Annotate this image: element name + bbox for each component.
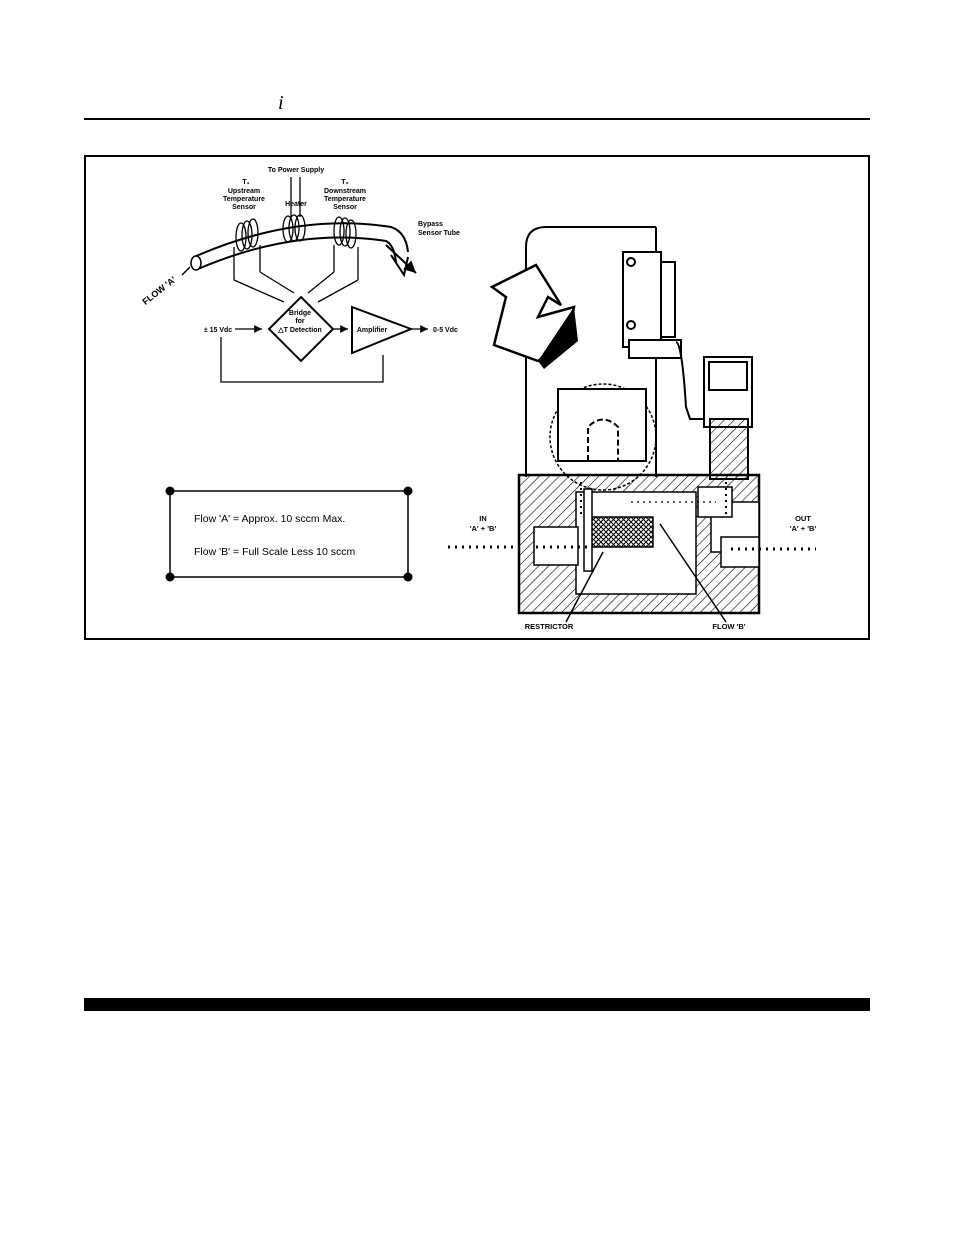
out-label: OUT <box>795 514 811 523</box>
bridge-line1: Bridge <box>289 310 311 317</box>
t1-line2: Temperature <box>223 196 265 203</box>
bypass-sensor-tube <box>190 222 417 278</box>
power-supply-label: To Power Supply <box>268 167 324 174</box>
header-rule <box>84 118 870 120</box>
t2-symbol: T₂ <box>341 179 348 186</box>
output-voltage-label: 0-5 Vdc <box>433 327 458 334</box>
flow-note-box: Flow 'A' = Approx. 10 sccm Max. Flow 'B'… <box>165 486 413 582</box>
flow-a-arrow-icon <box>181 266 191 276</box>
out-flow-label: 'A' + 'B' <box>790 524 817 533</box>
flow-a-label: FLOW 'A' <box>140 274 178 306</box>
bridge-diamond <box>267 295 335 363</box>
figure-svg: To Power Supply T₁ Upstream Temperature … <box>140 167 817 631</box>
flow-sensor-figure: To Power Supply T₁ Upstream Temperature … <box>84 155 870 640</box>
amplifier-label: Amplifier <box>357 327 388 334</box>
restrictor-label: RESTRICTOR <box>525 622 574 631</box>
flow-note-line1: Flow 'A' = Approx. 10 sccm Max. <box>194 513 345 525</box>
flow-note-line2: Flow 'B' = Full Scale Less 10 sccm <box>194 546 356 558</box>
schematic-wiring <box>220 177 428 383</box>
mass-flow-controller-cutaway <box>448 226 816 623</box>
bridge-line3: △T Detection <box>277 327 322 334</box>
in-label: IN <box>479 514 487 523</box>
bridge-line2: for <box>295 318 305 325</box>
amplifier-triangle <box>351 305 414 355</box>
t1-line1: Upstream <box>228 188 260 195</box>
t1-symbol: T₁ <box>242 179 249 186</box>
in-flow-label: 'A' + 'B' <box>470 524 497 533</box>
t2-line1: Downstream <box>324 188 366 195</box>
t2-line3: Sensor <box>333 204 357 211</box>
upstream-coil-icon <box>235 218 259 252</box>
heater-label: Heater <box>285 201 307 208</box>
section-divider-bar <box>84 998 870 1011</box>
bypass-line2: Sensor Tube <box>418 230 460 237</box>
t1-line3: Sensor <box>232 204 256 211</box>
header-italic-mark: i <box>278 92 284 114</box>
t2-line2: Temperature <box>324 196 366 203</box>
downstream-coil-icon <box>333 216 357 249</box>
flow-b-label: FLOW 'B' <box>712 622 745 631</box>
input-voltage-label: ± 15 Vdc <box>204 327 232 334</box>
bypass-line1: Bypass <box>418 221 443 228</box>
